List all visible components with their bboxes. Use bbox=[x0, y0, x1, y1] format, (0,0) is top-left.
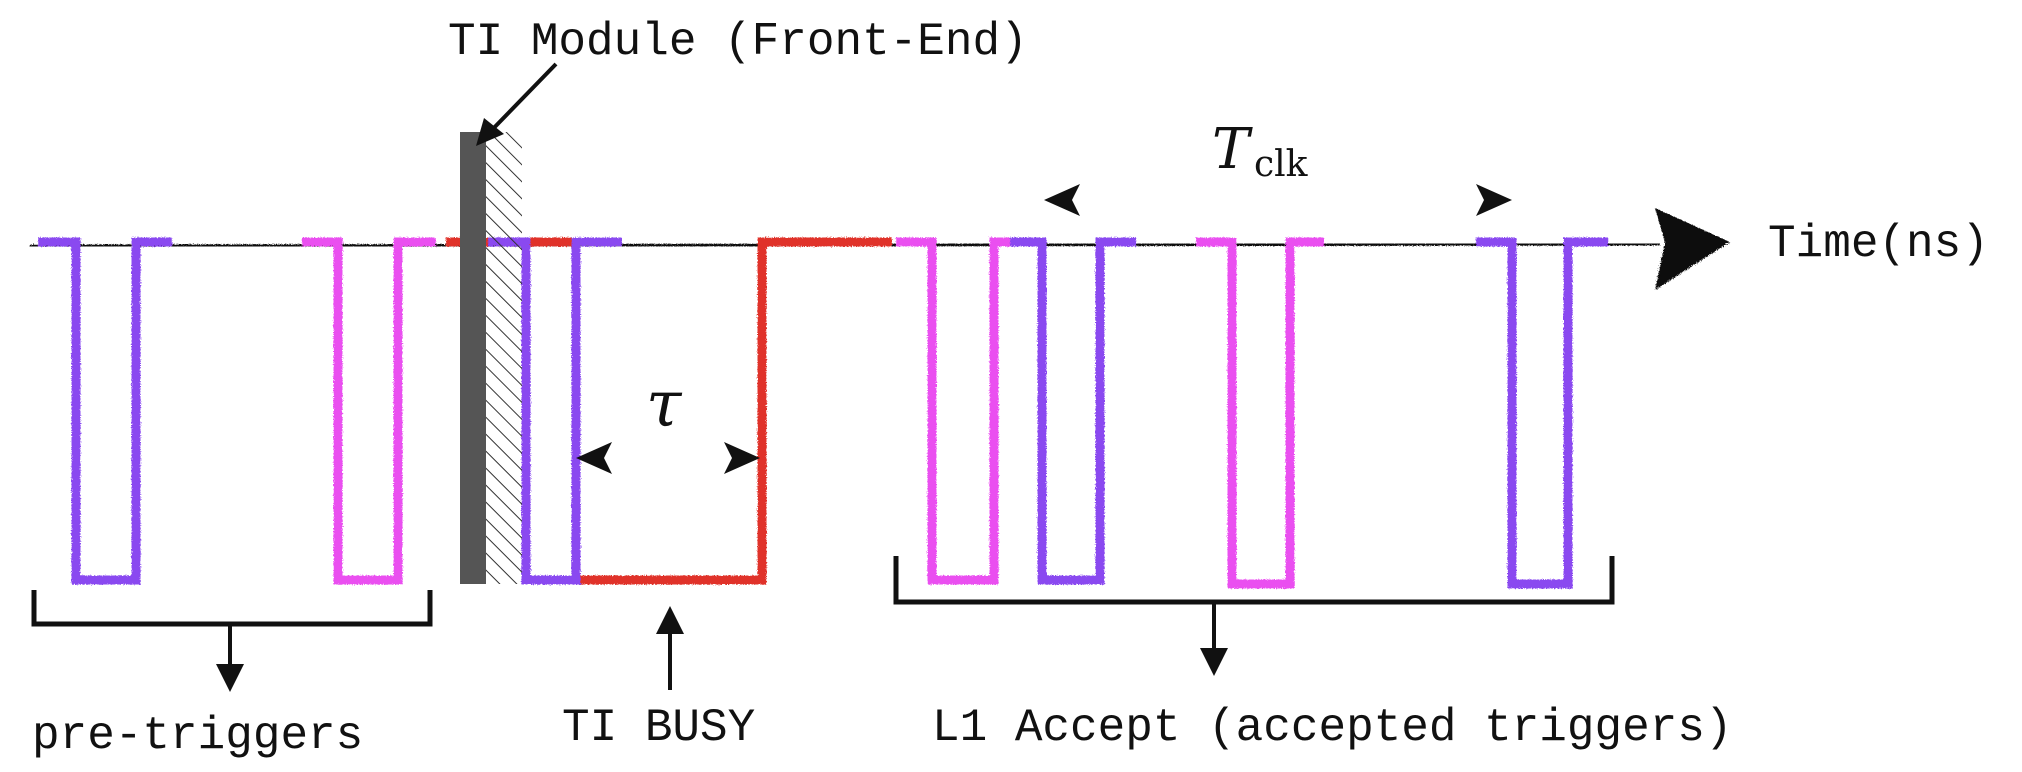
ti-module-hatch bbox=[486, 132, 522, 584]
ti-module-pointer-arrowhead bbox=[476, 118, 504, 146]
busy-arrow bbox=[656, 606, 684, 690]
accepted-pulse-2 bbox=[1010, 237, 1136, 585]
ti-module-pointer-line bbox=[484, 62, 558, 138]
pre-triggers-label: pre-triggers bbox=[32, 710, 363, 762]
accepted-pulse-1 bbox=[896, 237, 1040, 585]
accepted-pulse-4 bbox=[1476, 237, 1608, 589]
tclk-symbol: T bbox=[1212, 117, 1253, 182]
tau-left-arrowhead bbox=[576, 442, 612, 474]
tclk-subscript: clk bbox=[1254, 144, 1309, 185]
tclk-left-arrowhead bbox=[1044, 184, 1080, 216]
tau-symbol: τ bbox=[646, 368, 683, 442]
time-axis-arrowhead bbox=[1655, 208, 1730, 290]
pre-trigger-pulse-1 bbox=[38, 237, 172, 585]
ti-busy-label: TI BUSY bbox=[562, 702, 755, 754]
ti-module bbox=[460, 62, 558, 584]
tau-dimension bbox=[576, 442, 760, 474]
accept-bracket bbox=[893, 556, 1615, 676]
busy-arrowhead bbox=[656, 606, 684, 634]
trigger-pulses bbox=[38, 237, 1608, 589]
pre-triggers-bracket bbox=[31, 590, 433, 692]
tclk-dimension bbox=[1038, 162, 1518, 236]
time-axis-label: Time(ns) bbox=[1768, 218, 1989, 270]
ti-module-wall bbox=[460, 132, 486, 584]
ti-module-label: TI Module (Front-End) bbox=[448, 16, 1028, 68]
pre-trigger-pulse-2 bbox=[302, 237, 436, 585]
busy-pulse bbox=[446, 237, 892, 585]
l1-accept-label: L1 Accept (accepted triggers) bbox=[932, 702, 1733, 754]
pre-triggers-arrowhead bbox=[216, 664, 244, 692]
tclk-right-arrowhead bbox=[1476, 184, 1512, 216]
tau-right-arrowhead bbox=[724, 442, 760, 474]
tclk-label: T clk bbox=[1212, 117, 1309, 185]
accepted-pulse-3 bbox=[1196, 237, 1324, 589]
time-axis bbox=[29, 208, 1730, 290]
accept-arrowhead bbox=[1200, 648, 1228, 676]
